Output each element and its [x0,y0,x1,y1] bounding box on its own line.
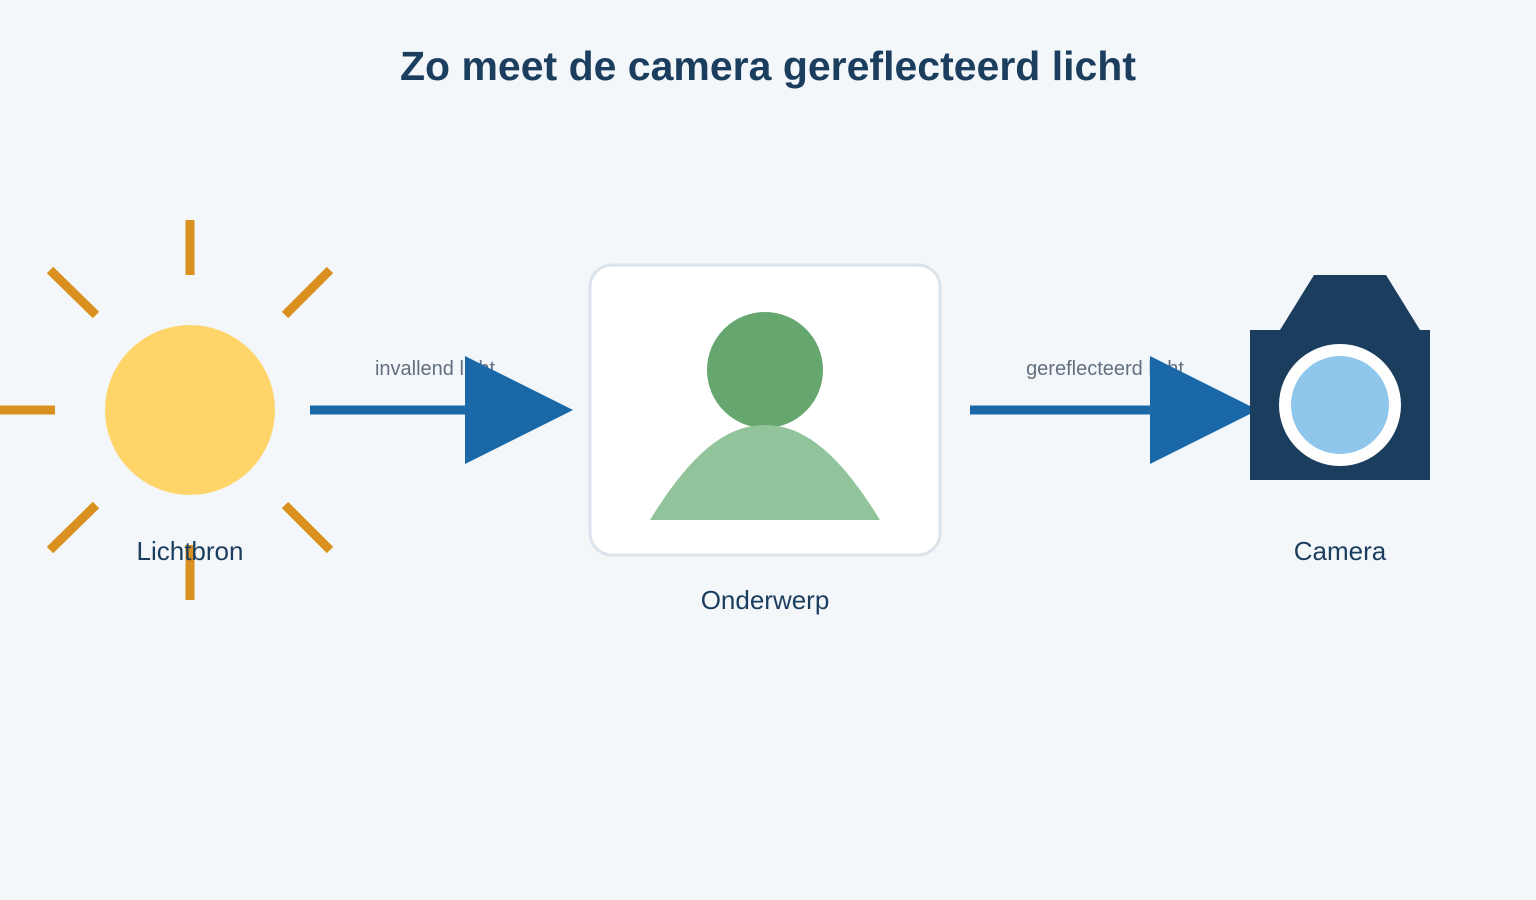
reflected-light-arrow: gereflecteerd licht [970,356,1258,464]
camera-lens [1291,356,1389,454]
subject-card [588,263,942,557]
diagram-title: Zo meet de camera gereflecteerd licht [400,43,1136,89]
incident-arrow-head [465,356,573,464]
sun-disc [105,325,275,495]
person-body [650,425,880,520]
sun-icon [0,220,334,600]
reflected-arrow-head [1150,356,1258,464]
sun-ray [46,501,100,554]
person-icon [650,312,880,520]
incident-light-arrow: invallend licht [310,356,573,464]
light-source-label: Lichtbron [137,536,244,566]
sun-ray [281,266,334,319]
reflected-arrow-label: gereflecteerd licht [1026,358,1184,380]
camera-label: Camera [1294,536,1387,566]
camera-icon [1250,275,1430,480]
subject-label: Onderwerp [701,585,830,615]
sun-rays [0,220,334,600]
sun-ray [46,266,100,319]
person-head [707,312,823,428]
sun-ray [281,501,334,554]
